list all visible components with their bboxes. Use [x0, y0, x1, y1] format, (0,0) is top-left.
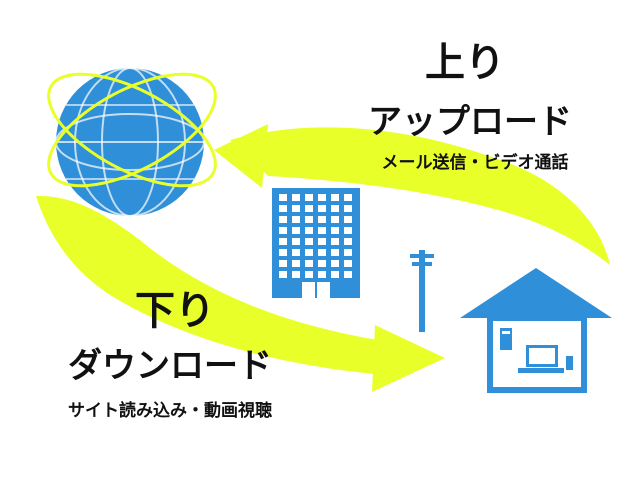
laptop-icon: [518, 345, 564, 373]
globe-icon: [47, 67, 217, 217]
download-arrow: [36, 195, 445, 392]
upload-arrow: [214, 124, 610, 266]
upload-title: 上り: [425, 40, 505, 86]
antenna-pole-icon: [410, 250, 434, 332]
upload-subtitle: アップロード: [368, 102, 572, 142]
download-title: 下り: [135, 288, 215, 334]
download-description: サイト読み込み・動画視聴: [68, 401, 272, 421]
house-icon: [460, 268, 612, 393]
upload-description: メール送信・ビデオ通話: [381, 153, 569, 173]
office-building-icon: [272, 188, 360, 298]
download-subtitle: ダウンロード: [68, 346, 272, 386]
